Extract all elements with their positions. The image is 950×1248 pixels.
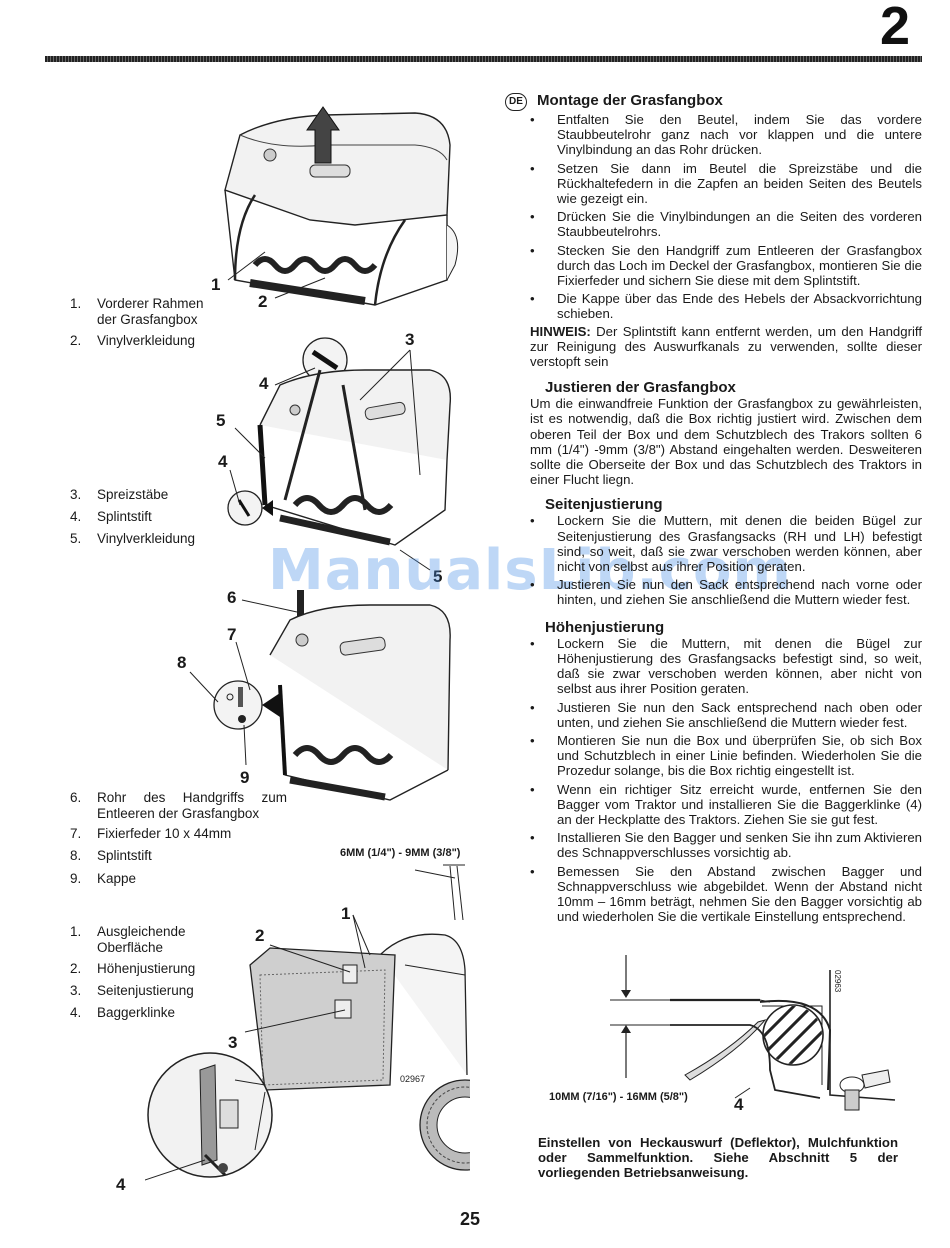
page-number: 25 — [460, 1209, 481, 1229]
fig2-legend-n5: 5. — [70, 531, 82, 546]
fig2-callout-5-left: 5 — [216, 411, 226, 430]
fig4-callout-1: 1 — [341, 904, 351, 923]
hoehen-bullet-2: Justieren Sie nun den Sack entsprechend … — [530, 700, 922, 730]
fig1-legend-t2: Vinylverkleidung — [97, 333, 196, 348]
fig3-legend-n6: 6. — [70, 790, 82, 805]
hoehen-bullet-6: Bemessen Sie den Abstand zwischen Bagger… — [530, 864, 922, 925]
fig4-legend: 1. Ausgleichende Oberfläche 2. Höhenjust… — [70, 924, 240, 1024]
fig3-callout-9: 9 — [240, 768, 250, 787]
right-column: DE Montage der Grasfangbox Entfalten Sie … — [505, 92, 922, 927]
lang-badge: DE — [505, 93, 527, 111]
seiten-title: Seitenjustierung — [545, 496, 663, 514]
fig2-legend-n3: 3. — [70, 487, 82, 502]
hoehen-bullet-3: Montieren Sie nun die Box und überprüfen… — [530, 733, 922, 779]
hinweis-text: Der Splintstift kann entfernt werden, um… — [530, 323, 922, 370]
fig4-legend-n3: 3. — [70, 983, 82, 998]
montage-bullet-1: Entfalten Sie den Beutel, indem Sie das … — [530, 112, 922, 158]
fig3-callout-6: 6 — [227, 588, 237, 607]
fig1-legend-t1: Vorderer Rahmen der Grasfangbox — [97, 296, 204, 327]
fig4-legend-t2: Höhenjustierung — [97, 961, 196, 976]
fig2-legend: 3. Spreizstäbe 4. Splintstift 5. Vinylve… — [70, 487, 230, 557]
figure-5-latch-clearance: 02963 — [590, 950, 900, 1120]
montage-bullet-2: Setzen Sie dann im Beutel die Spreizstäb… — [530, 161, 922, 207]
fig3-legend-t9: Kappe — [97, 871, 137, 886]
hinweis-note: HINWEIS: Der Splintstift kann entfernt w… — [530, 324, 922, 370]
fig3-legend-n7: 7. — [70, 826, 82, 841]
fig2-callout-4-left: 4 — [218, 452, 228, 471]
fig5-dimension-label: 10MM (7/16") - 16MM (5/8") — [549, 1091, 688, 1103]
fig5-callout-4: 4 — [734, 1095, 744, 1114]
fig2-callout-4-top: 4 — [259, 374, 269, 393]
seiten-bullet-2: Justieren Sie nun den Sack entsprechend … — [530, 577, 922, 607]
bottom-note: Einstellen von Heckauswurf (Deflektor), … — [538, 1135, 898, 1180]
fig3-legend-t8: Splintstift — [97, 848, 152, 863]
fig1-legend-n1: 1. — [70, 296, 82, 311]
fig4-legend-n4: 4. — [70, 1005, 82, 1020]
montage-bullet-5: Die Kappe über das Ende des Hebels der A… — [530, 291, 922, 321]
fig4-callout-2: 2 — [255, 926, 265, 945]
fig4-callout-4: 4 — [116, 1175, 126, 1194]
montage-bullet-4: Stecken Sie den Handgriff zum Entleeren … — [530, 243, 922, 289]
fig4-legend-n1: 1. — [70, 924, 82, 939]
fig2-callout-3: 3 — [405, 330, 415, 349]
fig2-legend-t3: Spreizstäbe — [97, 487, 169, 502]
fig4-legend-t3: Seitenjustierung — [97, 983, 194, 998]
fig4-legend-n2: 2. — [70, 961, 82, 976]
fig2-legend-t4: Splintstift — [97, 509, 152, 524]
hoehen-bullet-4: Wenn ein richtiger Sitz erreicht wurde, … — [530, 782, 922, 828]
fig4-code: 02967 — [400, 1074, 425, 1084]
fig4-legend-t4: Baggerklinke — [97, 1005, 176, 1020]
hoehen-title: Höhenjustierung — [545, 618, 665, 636]
fig1-callout-1: 1 — [211, 275, 221, 294]
montage-heading: DE Montage der Grasfangbox — [505, 92, 922, 111]
chapter-number: 2 — [880, 0, 911, 56]
fig4-callout-3: 3 — [228, 1033, 238, 1052]
fig3-leader-lines — [180, 590, 320, 780]
fig1-legend: 1. Vorderer Rahmen der Grasfangbox 2. Vi… — [70, 296, 230, 366]
fig3-legend-t7: Fixierfeder 10 x 44mm — [97, 826, 232, 841]
hinweis-label: HINWEIS: — [530, 323, 591, 339]
figure-1-grass-catcher-unfold — [215, 105, 465, 325]
fig3-legend: 6. Rohr des Handgriffs zum Entleeren der… — [70, 790, 290, 890]
fig2-leader-lines — [220, 340, 450, 580]
montage-bullet-3: Drücken Sie die Vinylbindungen an die Se… — [530, 209, 922, 239]
fig1-callout-2: 2 — [258, 292, 268, 311]
hoehen-bullet-5: Installieren Sie den Bagger und senken S… — [530, 830, 922, 860]
header-rule — [45, 56, 922, 62]
fig4-legend-t1: Ausgleichende Oberfläche — [97, 924, 186, 955]
justieren-text: Um die einwandfreie Funktion der Grasfan… — [530, 396, 922, 488]
figure-2-spreader-bars — [225, 330, 465, 570]
seiten-bullet-1: Lockern Sie die Muttern, mit denen die b… — [530, 513, 922, 574]
justieren-title: Justieren der Grasfangbox — [545, 379, 736, 397]
fig5-code: 02963 — [833, 970, 842, 993]
fig1-legend-n2: 2. — [70, 333, 82, 348]
fig3-legend-n8: 8. — [70, 848, 82, 863]
fig3-legend-t6: Rohr des Handgriffs zum Entleeren der Gr… — [97, 790, 287, 821]
figure-3-handle-install — [200, 590, 460, 805]
hoehen-bullet-1: Lockern Sie die Muttern, mit denen die B… — [530, 636, 922, 697]
figure-4-bagger-adjust: 02967 — [145, 860, 470, 1190]
fig3-callout-8: 8 — [177, 653, 187, 672]
fig2-legend-t5: Vinylverkleidung — [97, 531, 196, 546]
fig3-legend-n9: 9. — [70, 871, 82, 886]
fig4-dimension-label: 6MM (1/4") - 9MM (3/8") — [340, 847, 461, 859]
montage-title: Montage der Grasfangbox — [537, 92, 723, 109]
fig2-callout-5-bottom: 5 — [433, 567, 443, 586]
fig3-callout-7: 7 — [227, 625, 237, 644]
fig2-legend-n4: 4. — [70, 509, 82, 524]
fig1-leader-lines — [220, 230, 340, 310]
